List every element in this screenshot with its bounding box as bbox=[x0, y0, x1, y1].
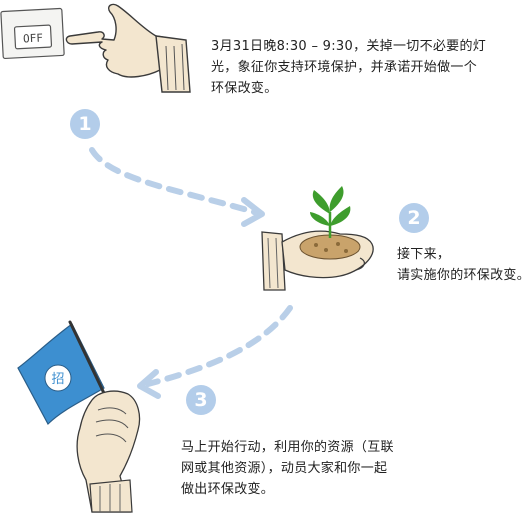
step-circle-2: 2 bbox=[399, 203, 429, 233]
arrowhead-1 bbox=[241, 197, 265, 227]
dashed-arrow-2 bbox=[145, 305, 293, 387]
step-3-text: 马上开始行动，利用你的资源（互联 网或其他资源），动员大家和你一起 做出环保改变… bbox=[181, 440, 394, 497]
step-circle-1: 1 bbox=[70, 109, 100, 139]
flag-in-hand-icon: 招 bbox=[17, 320, 141, 513]
dashed-arrow-1 bbox=[89, 147, 257, 215]
switch-label: OFF bbox=[23, 31, 44, 45]
step-1-text: 3月31日晚8:30 – 9:30，关掉一切不必要的灯 光，象征你支持环境保护，… bbox=[211, 39, 487, 96]
pointing-hand-icon bbox=[65, 3, 191, 93]
arrowhead-2 bbox=[137, 369, 161, 399]
step-circle-3: 3 bbox=[186, 385, 216, 415]
flag-glyph: 招 bbox=[51, 372, 64, 387]
hands-with-seedling-icon bbox=[261, 186, 374, 291]
step-2-text: 接下来， 请实施你的环保改变。 bbox=[397, 247, 531, 283]
light-switch-icon: OFF bbox=[0, 7, 65, 60]
